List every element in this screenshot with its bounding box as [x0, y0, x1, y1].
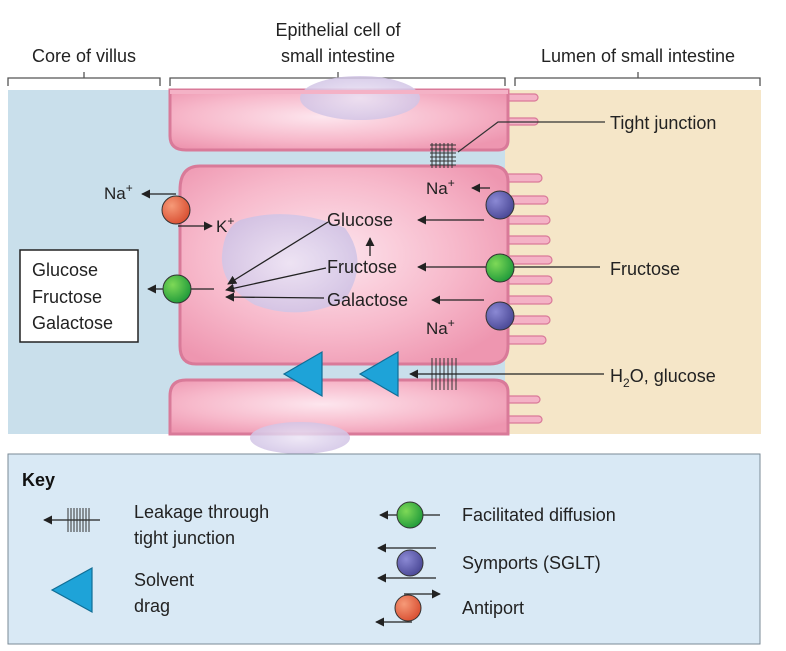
na-left-label: Na+: [104, 181, 133, 203]
key-solvent-drag-icon: [50, 566, 93, 614]
key-leakage-icon: [43, 508, 100, 532]
absorbed-sugars-box: [19, 249, 139, 343]
glucose-label: Glucose: [327, 210, 393, 230]
core-of-villus-label: Core of villus: [32, 46, 136, 66]
key-leakage-line1: Leakage through: [134, 502, 269, 522]
tight-junction-label: Tight junction: [610, 113, 716, 133]
key-panel: [7, 453, 761, 645]
solvent-drag-triangle-2: [358, 350, 399, 398]
epithelial-cell-label-line2: small intestine: [281, 46, 395, 66]
key-leakage-line2: tight junction: [134, 528, 235, 548]
na-top-label: Na+: [426, 176, 455, 198]
h2o-glucose-label: H2O, glucose: [610, 366, 716, 390]
galactose-label: Galactose: [327, 290, 408, 310]
glut5-facilitated-protein: [485, 253, 515, 283]
k-label: K+: [216, 214, 234, 236]
upper-cell-nucleus: [300, 76, 420, 120]
tight-junction-leader: [457, 121, 605, 153]
key-solvent-line2: drag: [134, 596, 170, 616]
upper-epithelial-cell: [168, 88, 510, 152]
glucose-to-basal-arrow: [227, 221, 329, 285]
lower-epithelial-cell: [168, 378, 510, 436]
lower-cell-nucleus: [250, 422, 350, 454]
key-facilitated-label: Facilitated diffusion: [462, 505, 616, 525]
box-glucose: Glucose: [32, 260, 98, 280]
antiport-protein: [161, 195, 191, 225]
galactose-to-basal-arrow: [225, 292, 325, 302]
box-fructose: Fructose: [32, 287, 102, 307]
key-solvent-line1: Solvent: [134, 570, 194, 590]
key-symport-icon: [377, 543, 436, 583]
key-title: Key: [22, 470, 55, 490]
box-galactose: Galactose: [32, 313, 113, 333]
solvent-drag-triangle-1: [282, 350, 323, 398]
glut2-facilitated-protein: [162, 274, 192, 304]
symport-top-protein: [485, 190, 515, 220]
key-facilitated-icon: [379, 501, 440, 529]
key-antiport-icon: [375, 589, 441, 627]
symport-bottom-protein: [485, 301, 515, 331]
na-bottom-label: Na+: [426, 316, 455, 338]
key-antiport-label: Antiport: [462, 598, 524, 618]
tight-junction-upper: [430, 143, 456, 168]
fructose-label: Fructose: [327, 257, 397, 277]
key-symport-label: Symports (SGLT): [462, 553, 601, 573]
fructose-lumen-label: Fructose: [610, 259, 680, 279]
epithelial-cell-label-line1: Epithelial cell of: [275, 20, 401, 40]
fructose-to-basal-arrow: [225, 267, 327, 293]
middle-cell-nucleus: [221, 214, 358, 313]
lumen-label: Lumen of small intestine: [541, 46, 735, 66]
